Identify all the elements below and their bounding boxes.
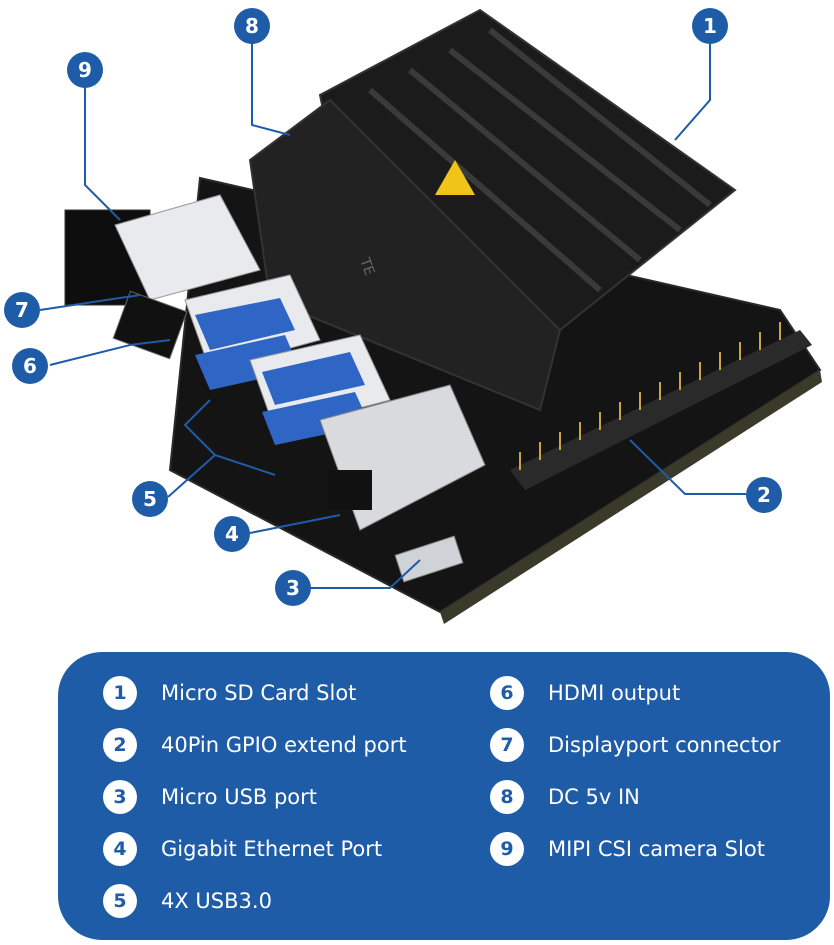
legend-number: 6 xyxy=(490,676,524,710)
callout-4: 4 xyxy=(214,516,250,552)
ethernet-jack xyxy=(328,470,372,510)
warning-icon xyxy=(435,160,475,195)
legend-item-2: 2 40Pin GPIO extend port xyxy=(103,728,407,762)
legend-number: 8 xyxy=(490,780,524,814)
micro-usb-port xyxy=(394,535,464,583)
usb-ports xyxy=(184,274,391,445)
callout-3: 3 xyxy=(275,570,311,606)
legend-label: 40Pin GPIO extend port xyxy=(161,733,407,757)
legend-item-9: 9 MIPI CSI camera Slot xyxy=(490,832,765,866)
legend-number: 2 xyxy=(103,728,137,762)
legend-label: 4X USB3.0 xyxy=(161,889,272,913)
legend-number: 5 xyxy=(103,884,137,918)
legend-number: 4 xyxy=(103,832,137,866)
legend-label: HDMI output xyxy=(548,681,681,705)
legend-item-4: 4 Gigabit Ethernet Port xyxy=(103,832,382,866)
legend-number: 9 xyxy=(490,832,524,866)
legend-number: 7 xyxy=(490,728,524,762)
callout-1: 1 xyxy=(692,8,728,44)
leader-lines xyxy=(39,40,746,589)
legend-number: 1 xyxy=(103,676,137,710)
board-illustration: TE xyxy=(39,8,822,624)
callout-7: 7 xyxy=(4,292,40,328)
legend-item-5: 5 4X USB3.0 xyxy=(103,884,272,918)
callout-9: 9 xyxy=(67,52,103,88)
legend-item-6: 6 HDMI output xyxy=(490,676,680,710)
legend-number: 3 xyxy=(103,780,137,814)
legend-item-7: 7 Displayport connector xyxy=(490,728,780,762)
legend-panel: 1 Micro SD Card Slot 2 40Pin GPIO extend… xyxy=(58,652,830,940)
callout-5: 5 xyxy=(132,481,168,517)
legend-item-8: 8 DC 5v IN xyxy=(490,780,640,814)
legend-label: Displayport connector xyxy=(548,733,781,757)
legend-label: Micro USB port xyxy=(161,785,318,809)
legend-label: Gigabit Ethernet Port xyxy=(161,837,383,861)
legend-item-3: 3 Micro USB port xyxy=(103,780,317,814)
displayport-connector xyxy=(114,194,261,301)
callout-2: 2 xyxy=(746,477,782,513)
hdmi-port xyxy=(112,290,188,360)
callout-6: 6 xyxy=(12,348,48,384)
legend-label: Micro SD Card Slot xyxy=(161,681,357,705)
legend-item-1: 1 Micro SD Card Slot xyxy=(103,676,356,710)
heatsink: TE xyxy=(248,8,737,412)
brand-mark: TE xyxy=(356,255,377,278)
gpio-header xyxy=(510,322,812,490)
legend-label: DC 5v IN xyxy=(548,785,640,809)
legend-label: MIPI CSI camera Slot xyxy=(548,837,765,861)
callout-8: 8 xyxy=(234,8,270,44)
pcb-edge xyxy=(440,370,822,624)
